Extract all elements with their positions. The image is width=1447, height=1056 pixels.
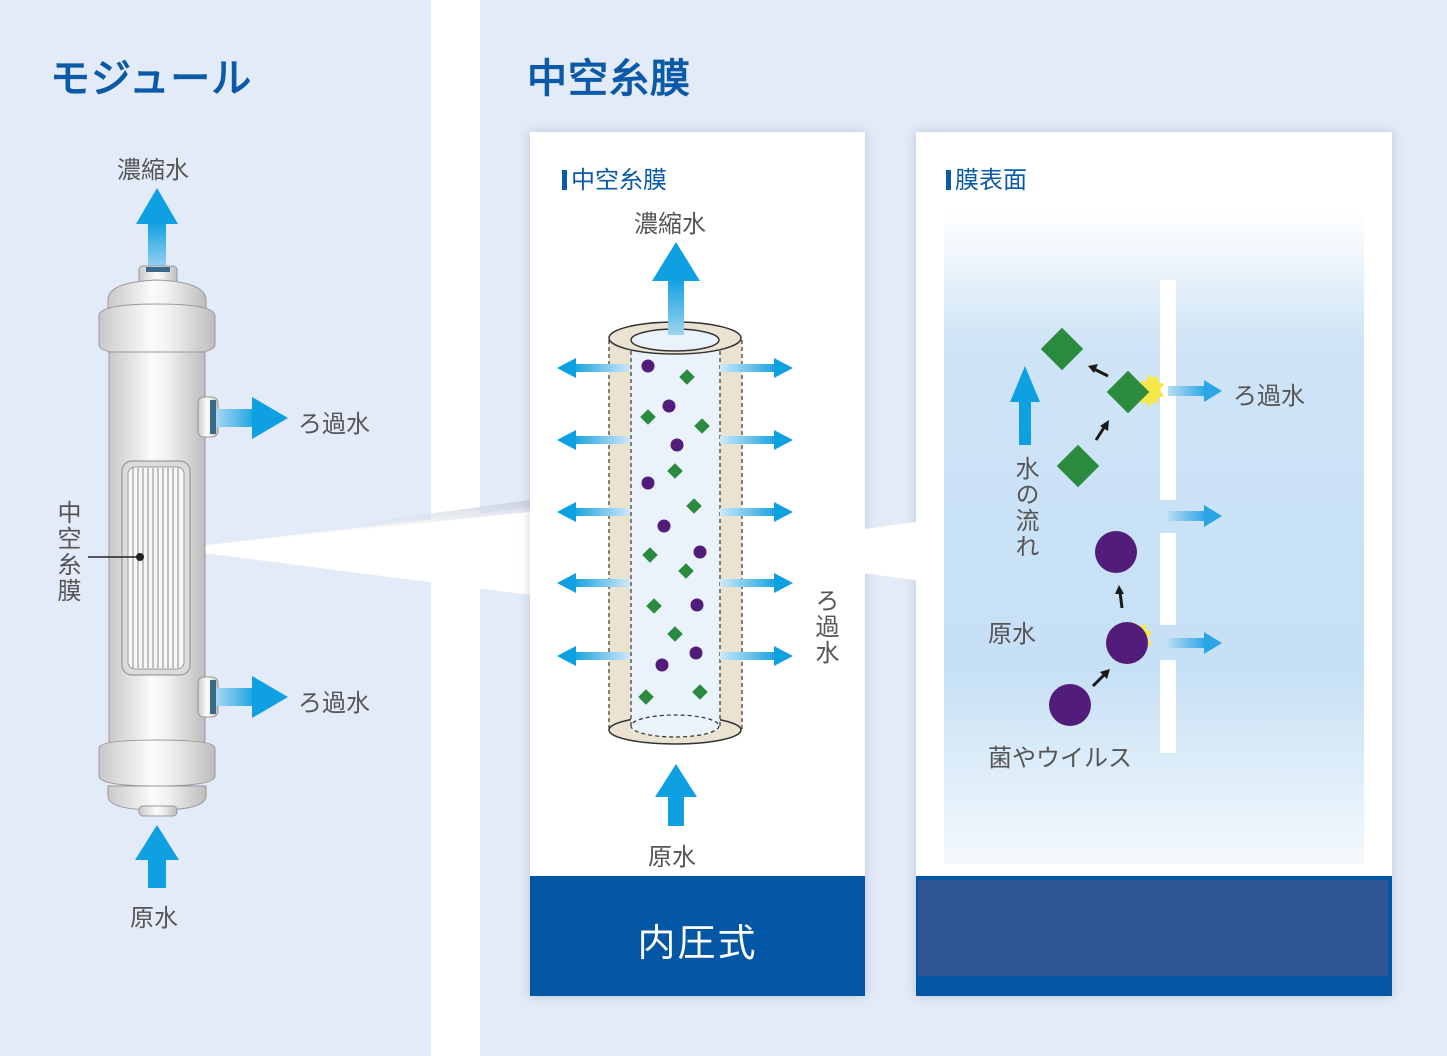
filtrate-arrow-left-icon xyxy=(557,502,630,522)
solute-particle-diamond xyxy=(1106,370,1150,414)
tube-virus-particle xyxy=(641,476,655,490)
module-concentrate-label: 濃縮水 xyxy=(117,156,189,184)
heading-bar-icon xyxy=(946,170,951,190)
hollow-fiber-window xyxy=(121,460,191,676)
tube-virus-particle xyxy=(657,519,671,533)
module-filtrate-top-label: ろ過水 xyxy=(298,410,370,438)
bacteria-virus-particle xyxy=(1106,622,1148,664)
membrane-filtrate-label: ろ過水 xyxy=(1233,382,1305,410)
water-flow-label: 水の流れ xyxy=(1011,456,1039,560)
solute-particle-diamond xyxy=(1040,327,1084,371)
hollow-fiber-raw-water-label: 原水 xyxy=(648,843,696,871)
filtrate-arrow-left-icon xyxy=(557,573,630,593)
tube-concentrate-arrow-icon xyxy=(652,242,700,335)
tube-virus-particle xyxy=(670,438,684,452)
tube-solute-particle xyxy=(667,626,683,642)
zoom-beam-right xyxy=(700,522,916,580)
membrane-wall-segment xyxy=(1160,660,1176,753)
tube-solute-particle xyxy=(638,689,654,705)
membrane-surface-card-heading: 膜表面 xyxy=(946,160,1027,195)
filtrate-arrow-right-icon xyxy=(720,430,793,450)
membrane-filtrate-arrow-icon xyxy=(1168,505,1222,527)
hollow-fiber-card-heading: 中空糸膜 xyxy=(562,160,667,195)
collision-burst-icon xyxy=(1136,374,1164,408)
tube-virus-particle xyxy=(690,598,704,612)
movement-arrows xyxy=(1088,364,1124,688)
internal-pressure-label: 内圧式 xyxy=(637,921,758,965)
filtrate-arrow-left-icon xyxy=(557,646,630,666)
tube-virus-particle xyxy=(693,545,707,559)
hollow-fiber-title: 中空糸膜 xyxy=(527,56,691,102)
bacteria-virus-particle xyxy=(1049,684,1091,726)
tube-solute-particle xyxy=(646,598,662,614)
solute-particle-diamond xyxy=(1056,444,1100,488)
membrane-surface-water-area xyxy=(944,212,1364,864)
membrane-surface-card-footer xyxy=(916,876,1392,996)
water-flow-arrow-icon xyxy=(1010,366,1040,445)
membrane-raw-water-label: 原水 xyxy=(988,620,1036,648)
tube-solute-particle xyxy=(642,547,658,563)
module-illustration xyxy=(88,188,288,888)
filtrate-arrow-left-icon xyxy=(557,358,630,378)
module-hollow-fiber-label: 中空糸膜 xyxy=(53,500,81,604)
hollow-fiber-leader-dot xyxy=(136,553,144,561)
tube-raw-water-arrow-icon xyxy=(655,764,697,826)
filtrate-arrow-right-icon xyxy=(720,646,793,666)
bacteria-virus-particle xyxy=(1095,531,1137,573)
membrane-surface-card: 膜表面 xyxy=(916,132,1392,996)
tube-virus-particle xyxy=(655,658,669,672)
membrane-surface-footer-panel xyxy=(918,880,1388,976)
zoom-beam-left xyxy=(172,508,530,595)
filtrate-side-arrows xyxy=(557,358,793,666)
heading-bar-icon xyxy=(562,170,567,190)
hollow-fiber-filtrate-label: ろ過水 xyxy=(811,588,839,666)
module-title: モジュール xyxy=(50,56,253,102)
filtrate-arrow-top-icon xyxy=(216,397,288,439)
filtrate-arrow-left-icon xyxy=(557,430,630,450)
filtrate-arrow-right-icon xyxy=(720,502,793,522)
hollow-fiber-card-heading-text: 中空糸膜 xyxy=(571,166,667,194)
hollow-fiber-concentrate-label: 濃縮水 xyxy=(634,210,706,238)
tube-virus-particle xyxy=(689,646,703,660)
module-filtrate-bottom-label: ろ過水 xyxy=(298,689,370,717)
filtrate-arrow-right-icon xyxy=(720,358,793,378)
filtrate-arrow-bottom-icon xyxy=(216,676,288,718)
module-raw-water-label: 原水 xyxy=(130,904,178,932)
hollow-fiber-card-footer: 内圧式 xyxy=(530,876,865,996)
zoom-beam-left-shadow xyxy=(172,500,530,549)
concentrate-arrow-icon xyxy=(136,188,178,270)
raw-water-arrow-icon xyxy=(135,825,179,888)
tube-solute-particle xyxy=(678,563,694,579)
membrane-surface-card-heading-text: 膜表面 xyxy=(955,166,1027,194)
tube-virus-particle xyxy=(641,359,655,373)
membrane-filtrate-arrow-icon xyxy=(1168,380,1222,402)
filtrate-arrow-right-icon xyxy=(720,573,793,593)
tube-solute-particle xyxy=(692,684,708,700)
bacteria-virus-label: 菌やウイルス xyxy=(988,744,1132,772)
membrane-filtrate-arrow-icon xyxy=(1168,632,1222,654)
membrane-wall-segment xyxy=(1160,533,1176,625)
tube-virus-particle xyxy=(662,399,676,413)
